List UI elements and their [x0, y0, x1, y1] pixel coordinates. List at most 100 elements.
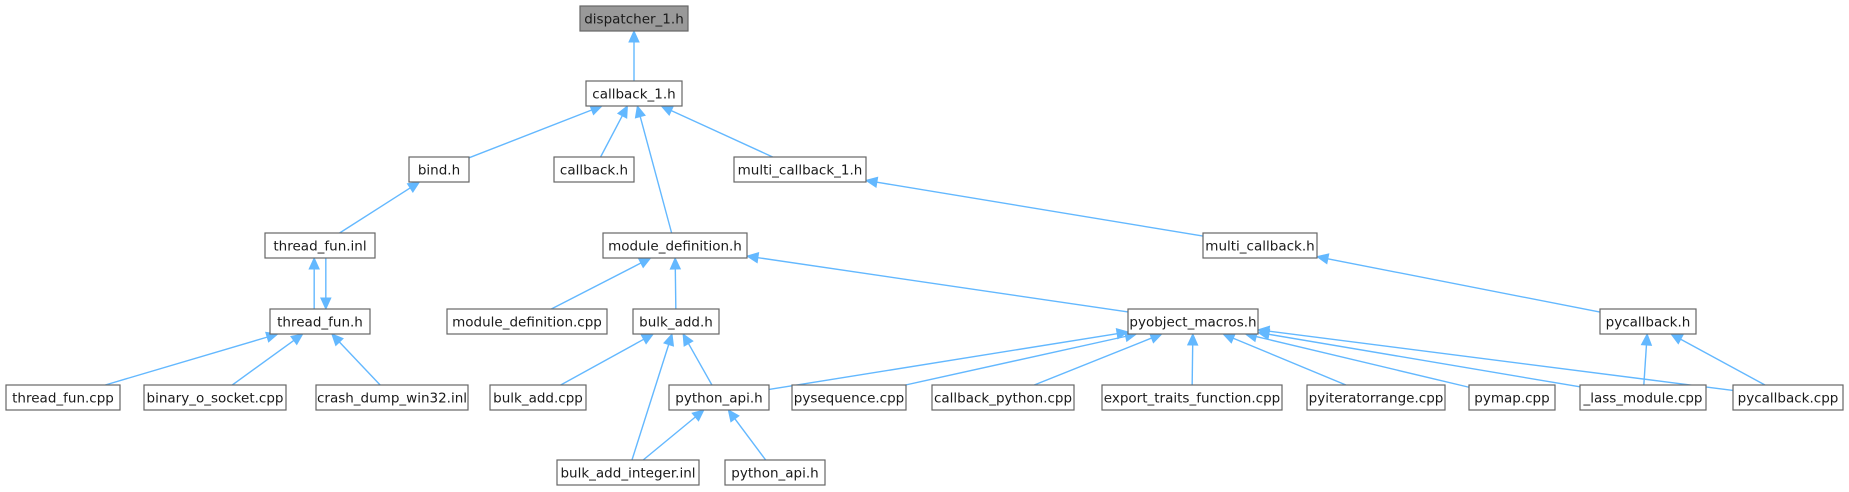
- edge-arrowhead: [1221, 333, 1236, 344]
- node-label: thread_fun.inl: [273, 239, 366, 255]
- node-thread-fun-cpp[interactable]: thread_fun.cpp: [5, 384, 121, 411]
- edge-arrowhead: [660, 105, 675, 117]
- edge-python_api_h-to-pyobject_macros_h: [768, 332, 1118, 391]
- node-box: [446, 308, 608, 335]
- node-box: [1306, 384, 1446, 411]
- node-pysequence-cpp[interactable]: pysequence.cpp: [791, 384, 907, 411]
- edge-callback_python_cpp-to-pyobject_macros_h: [1033, 337, 1152, 386]
- node-box: [489, 384, 587, 411]
- node-crash-dump-win32-inl[interactable]: crash_dump_win32.inl: [315, 384, 469, 411]
- edge-arrowhead: [727, 409, 740, 423]
- edge-multi_callback_h-to-multi_callback_1_h: [876, 181, 1204, 237]
- edge-export_traits_function_cpp-to-pyobject_macros_h: [1191, 344, 1194, 386]
- node-label: thread_fun.h: [277, 315, 363, 331]
- edge-pycallback_cpp-to-pyobject_macros_h: [1268, 330, 1734, 392]
- edge-arrowhead: [1186, 332, 1199, 346]
- node-label: module_definition.cpp: [452, 315, 602, 331]
- edge-lass_module_cpp-to-pyobject_macros_h: [1268, 333, 1581, 388]
- node-binary-o-socket-cpp[interactable]: binary_o_socket.cpp: [143, 384, 287, 411]
- edge-pymap_cpp-to-pyobject_macros_h: [1256, 335, 1470, 388]
- node-python-api-h-2[interactable]: python_api.h: [724, 459, 826, 486]
- edge-arrowhead: [634, 104, 646, 119]
- node-label: dispatcher_1.h: [584, 12, 684, 28]
- node-label: python_api.h: [675, 391, 762, 407]
- node-label: callback_1.h: [592, 87, 675, 103]
- node-box: [602, 232, 748, 259]
- node-label: bind.h: [418, 163, 460, 179]
- edge-arrowhead: [691, 409, 705, 422]
- node-pyiteratorrange-cpp[interactable]: pyiteratorrange.cpp: [1306, 384, 1446, 411]
- node-box: [585, 80, 683, 107]
- edge-pycallback_h-to-multi_callback_h: [1327, 258, 1601, 313]
- node-label: pycallback.cpp: [1738, 391, 1839, 407]
- node-export-traits-function-cpp[interactable]: export_traits_function.cpp: [1101, 384, 1283, 411]
- edge-arrowhead: [589, 104, 604, 116]
- edge-arrowhead: [1148, 332, 1163, 344]
- edge-arrowhead: [663, 332, 675, 347]
- node-thread-fun-inl[interactable]: thread_fun.inl: [264, 232, 376, 259]
- edge-pyobject_macros_h-to-module_definition_h: [757, 256, 1129, 313]
- edge-arrowhead: [331, 333, 344, 347]
- edge-arrowhead: [669, 256, 682, 270]
- edge-python_api_h_2-to-python_api_h: [734, 418, 767, 461]
- node-label: multi_callback.h: [1205, 239, 1314, 255]
- node-multi-callback-1-h[interactable]: multi_callback_1.h: [733, 156, 867, 183]
- node-dispatcher-1-h: dispatcher_1.h: [579, 5, 689, 32]
- node-label: module_definition.h: [608, 239, 742, 255]
- edge-arrowhead: [745, 252, 760, 264]
- edge-arrowhead: [308, 256, 320, 270]
- edge-pysequence_cpp-to-pyobject_macros_h: [905, 335, 1126, 386]
- node-label: _lass_module.cpp: [1582, 391, 1702, 407]
- node-box: [724, 459, 826, 486]
- edge-pyiteratorrange_cpp-to-pyobject_macros_h: [1232, 337, 1347, 386]
- edge-arrowhead: [320, 297, 332, 311]
- edge-arrowhead: [1256, 325, 1271, 337]
- node-box: [556, 459, 700, 486]
- node-box: [553, 156, 635, 183]
- node-box: [1732, 384, 1844, 411]
- node-bulk-add-h[interactable]: bulk_add.h: [632, 308, 720, 335]
- node-thread-fun-h[interactable]: thread_fun.h: [269, 308, 371, 335]
- edge-python_api_h-to-bulk_add_h: [687, 343, 713, 386]
- node-label: multi_callback_1.h: [738, 163, 863, 179]
- node-pycallback-h[interactable]: pycallback.h: [1599, 308, 1697, 335]
- edge-lass_module_cpp-to-pycallback_h: [1643, 344, 1648, 386]
- edge-thread_fun_inl-to-bind_h: [339, 187, 411, 234]
- node-box: [408, 156, 470, 183]
- edge-multi_callback_1_h-to-callback_1_h: [671, 109, 773, 158]
- edge-arrowhead: [1315, 253, 1330, 265]
- node-box: [264, 232, 376, 259]
- node-multi-callback-h[interactable]: multi_callback.h: [1202, 232, 1318, 259]
- node-python-api-h[interactable]: python_api.h: [668, 384, 770, 411]
- node-bulk-add-integer-inl[interactable]: bulk_add_integer.inl: [556, 459, 700, 486]
- node-box: [1468, 384, 1556, 411]
- node-box: [1202, 232, 1318, 259]
- node-box: [632, 308, 720, 335]
- node-callback-h[interactable]: callback.h: [553, 156, 635, 183]
- edge-pycallback_cpp-to-pycallback_h: [1680, 338, 1766, 386]
- edge-bulk_add_integer_inl-to-bulk_add_h: [631, 344, 670, 461]
- node-pymap-cpp[interactable]: pymap.cpp: [1468, 384, 1556, 411]
- node-box: [791, 384, 907, 411]
- node-callback-1-h[interactable]: callback_1.h: [585, 80, 683, 107]
- node-label: callback_python.cpp: [934, 391, 1072, 407]
- node-label: pymap.cpp: [1474, 391, 1549, 407]
- edge-arrowhead: [637, 257, 652, 269]
- node-label: python_api.h: [731, 466, 818, 482]
- node-bind-h[interactable]: bind.h: [408, 156, 470, 183]
- node-box: [1599, 308, 1697, 335]
- node-label: pyiteratorrange.cpp: [1309, 391, 1444, 407]
- node-label: binary_o_socket.cpp: [147, 391, 284, 407]
- node-module-definition-cpp[interactable]: module_definition.cpp: [446, 308, 608, 335]
- node-module-definition-h[interactable]: module_definition.h: [602, 232, 748, 259]
- edge-arrowhead: [682, 332, 694, 347]
- node-bulk-add-cpp[interactable]: bulk_add.cpp: [489, 384, 587, 411]
- edge-arrowhead: [616, 104, 628, 119]
- node-callback-python-cpp[interactable]: callback_python.cpp: [931, 384, 1075, 411]
- node-pycallback-cpp[interactable]: pycallback.cpp: [1732, 384, 1844, 411]
- node-label: pycallback.h: [1606, 315, 1691, 331]
- node-pyobject-macros-h[interactable]: pyobject_macros.h: [1127, 308, 1259, 335]
- edge-thread_fun_cpp-to-thread_fun_h: [105, 336, 268, 386]
- node-lass-module-cpp[interactable]: _lass_module.cpp: [1579, 384, 1707, 411]
